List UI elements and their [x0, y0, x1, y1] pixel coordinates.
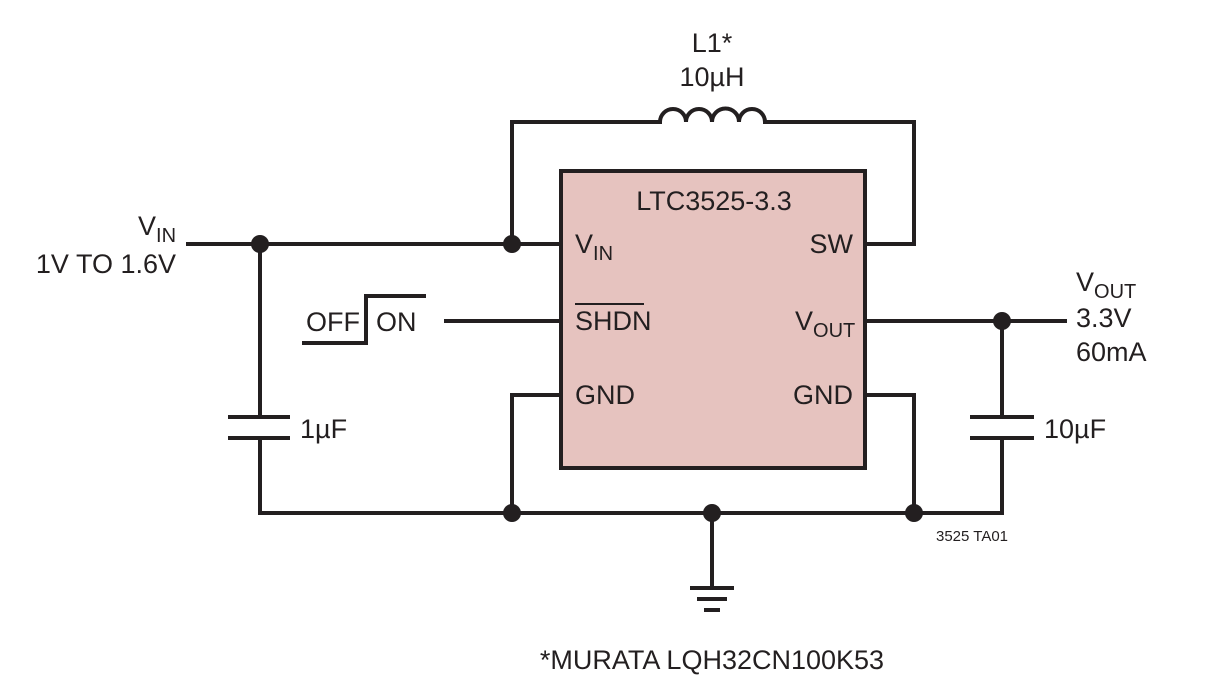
output-vout-label: VOUT — [1076, 267, 1136, 303]
input-voltage-range: 1V TO 1.6V — [36, 249, 176, 279]
shutdown-step-waveform — [302, 294, 426, 345]
junction-dot-inductor — [503, 235, 521, 253]
junction-dot-gnd-right — [905, 504, 923, 522]
ic-body — [559, 169, 867, 470]
pin-label-gnd-left: GND — [575, 380, 635, 410]
figure-id: 3525 TA01 — [936, 528, 1008, 545]
inductor-designator: L1* — [692, 28, 733, 58]
output-cap-value: 10µF — [1044, 414, 1106, 444]
footnote: *MURATA LQH32CN100K53 — [540, 645, 884, 675]
ic-part-number: LTC3525-3.3 — [636, 186, 792, 216]
inductor-right-wire — [763, 120, 916, 246]
pin-label-shdn: SHDN — [575, 306, 652, 336]
pin-label-gnd-right: GND — [793, 380, 853, 410]
shutdown-off-label: OFF — [306, 307, 360, 337]
junction-dot-output-cap — [993, 312, 1011, 330]
output-current: 60mA — [1076, 337, 1147, 367]
inductor-left-wire — [510, 120, 662, 246]
junction-dot-ground — [703, 504, 721, 522]
input-vin-label: VIN — [138, 211, 176, 247]
inductor-value: 10µH — [679, 62, 744, 92]
shutdown-on-label: ON — [376, 307, 417, 337]
gnd-left-wire — [510, 393, 563, 515]
inductor-coil — [657, 106, 768, 125]
pin-label-sw: SW — [810, 229, 854, 259]
pin-label-vout: VOUT — [795, 306, 855, 342]
output-voltage: 3.3V — [1076, 303, 1132, 333]
junction-dot-input-cap — [251, 235, 269, 253]
gnd-right-wire — [863, 393, 916, 515]
junction-dot-gnd-left — [503, 504, 521, 522]
pin-label-vin: VIN — [575, 229, 613, 265]
input-cap-value: 1µF — [300, 414, 347, 444]
